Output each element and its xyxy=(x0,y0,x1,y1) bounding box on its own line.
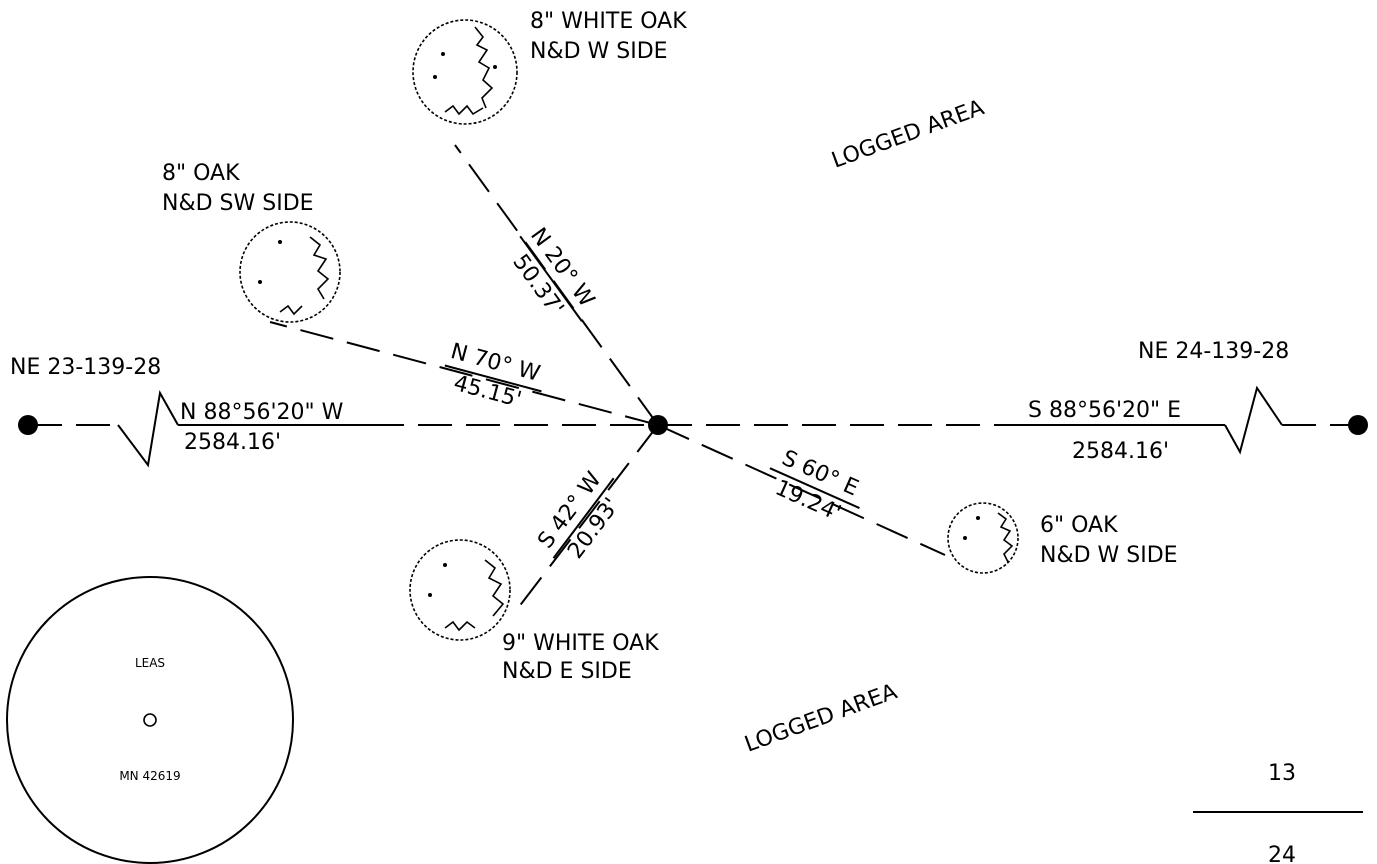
west-corner-marker xyxy=(18,415,38,435)
w-tree-label-2: N&D SW SIDE xyxy=(162,191,314,216)
tree-se-icon xyxy=(947,502,1019,574)
w-bearing-group: N 70° W 45.15' xyxy=(444,339,543,413)
center-corner-marker xyxy=(648,415,668,435)
nw-tree-label-1: 8" WHITE OAK xyxy=(530,9,687,34)
west-corner-label: NE 23-139-28 xyxy=(10,355,161,380)
nw-tree-label-2: N&D W SIDE xyxy=(530,39,668,64)
east-corner-marker xyxy=(1348,415,1368,435)
monument: LEAS MN 42619 xyxy=(6,576,294,864)
w-tree-label-1: 8" OAK xyxy=(162,161,240,186)
section-fraction: 13 24 xyxy=(1193,761,1363,864)
tree-nw-icon xyxy=(412,19,518,125)
monument-symbol xyxy=(143,713,157,727)
sw-tie-line xyxy=(514,424,659,613)
tree-w-icon xyxy=(239,221,341,323)
fraction-denominator: 24 xyxy=(1268,843,1296,864)
se-tree-label-1: 6" OAK xyxy=(1040,513,1118,538)
logged-area-south: LOGGED AREA xyxy=(742,679,901,757)
tree-sw-icon xyxy=(409,539,511,641)
east-distance-label: 2584.16' xyxy=(1072,439,1169,464)
nw-bearing-group: N 20° W 50.37' xyxy=(507,223,599,322)
west-distance-label: 2584.16' xyxy=(184,430,281,455)
sw-tree-label-2: N&D E SIDE xyxy=(502,659,632,684)
sw-tree-label-1: 9" WHITE OAK xyxy=(502,631,659,656)
se-bearing-group: S 60° E 19.24' xyxy=(769,446,862,526)
fraction-numerator: 13 xyxy=(1268,761,1296,786)
logged-area-north: LOGGED AREA xyxy=(829,95,988,173)
se-tie-line xyxy=(657,424,946,556)
sw-bearing-group: S 42° W 20.93' xyxy=(533,467,624,563)
east-bearing-label: S 88°56'20" E xyxy=(1028,398,1181,423)
se-tree-label-2: N&D W SIDE xyxy=(1040,543,1178,568)
monument-top-text: LEAS xyxy=(135,656,165,670)
tie-lines xyxy=(269,144,946,613)
west-bearing-label: N 88°56'20" W xyxy=(180,400,344,425)
east-corner-label: NE 24-139-28 xyxy=(1138,339,1289,364)
monument-bottom-text: MN 42619 xyxy=(119,769,180,783)
w-tie-line xyxy=(269,321,659,426)
